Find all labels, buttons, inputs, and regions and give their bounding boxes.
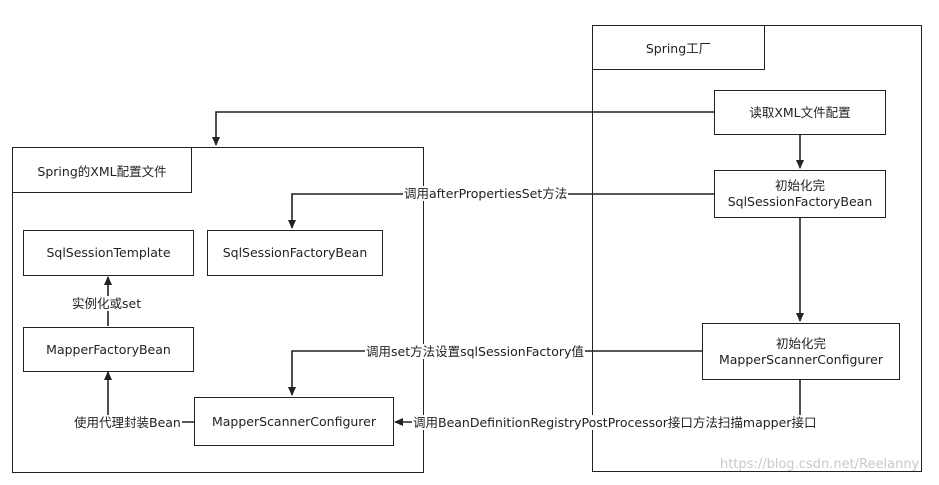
init-factory-line-1: 初始化完: [774, 178, 825, 193]
init-mapper-scanner-node: 初始化完 MapperScannerConfigurer: [702, 323, 900, 380]
mapper-factory-bean-node: MapperFactoryBean: [23, 327, 194, 372]
init-scanner-line-2: MapperScannerConfigurer: [718, 351, 883, 367]
watermark-text: https://blog.csdn.net/Reelanny: [720, 457, 920, 472]
mapper-factory-bean-label: MapperFactoryBean: [46, 341, 171, 357]
label-registry-post-processor: 调用BeanDefinitionRegistryPostProcessor接口方…: [412, 415, 818, 430]
read-xml-config-label: 读取XML文件配置: [749, 104, 851, 120]
spring-factory-title: Spring工厂: [592, 25, 765, 70]
init-factory-line-2: SqlSessionFactoryBean: [727, 194, 873, 209]
init-sqlsession-factory-node: 初始化完 SqlSessionFactoryBean: [714, 170, 886, 218]
init-scanner-line-1: 初始化完: [775, 335, 826, 351]
label-instantiate-or-set: 实例化或set: [71, 296, 143, 311]
sqlsession-template-node: SqlSessionTemplate: [23, 230, 194, 276]
sqlsession-factory-bean-label: SqlSessionFactoryBean: [222, 245, 368, 260]
edge-read-xml-to-config: [212, 111, 714, 146]
label-proxy-wrap-bean: 使用代理封装Bean: [73, 415, 182, 430]
xml-config-title: Spring的XML配置文件: [12, 147, 192, 193]
edge-after-properties-set: [288, 193, 714, 229]
mapper-scanner-configurer-label: MapperScannerConfigurer: [211, 413, 376, 429]
sqlsession-factory-bean-node: SqlSessionFactoryBean: [207, 230, 383, 276]
label-after-properties-set: 调用afterPropertiesSet方法: [403, 186, 569, 201]
mapper-scanner-configurer-node: MapperScannerConfigurer: [194, 397, 394, 446]
read-xml-config-node: 读取XML文件配置: [714, 90, 886, 135]
label-set-sqlsession-factory: 调用set方法设置sqlSessionFactory值: [365, 344, 585, 359]
sqlsession-template-label: SqlSessionTemplate: [46, 245, 171, 260]
